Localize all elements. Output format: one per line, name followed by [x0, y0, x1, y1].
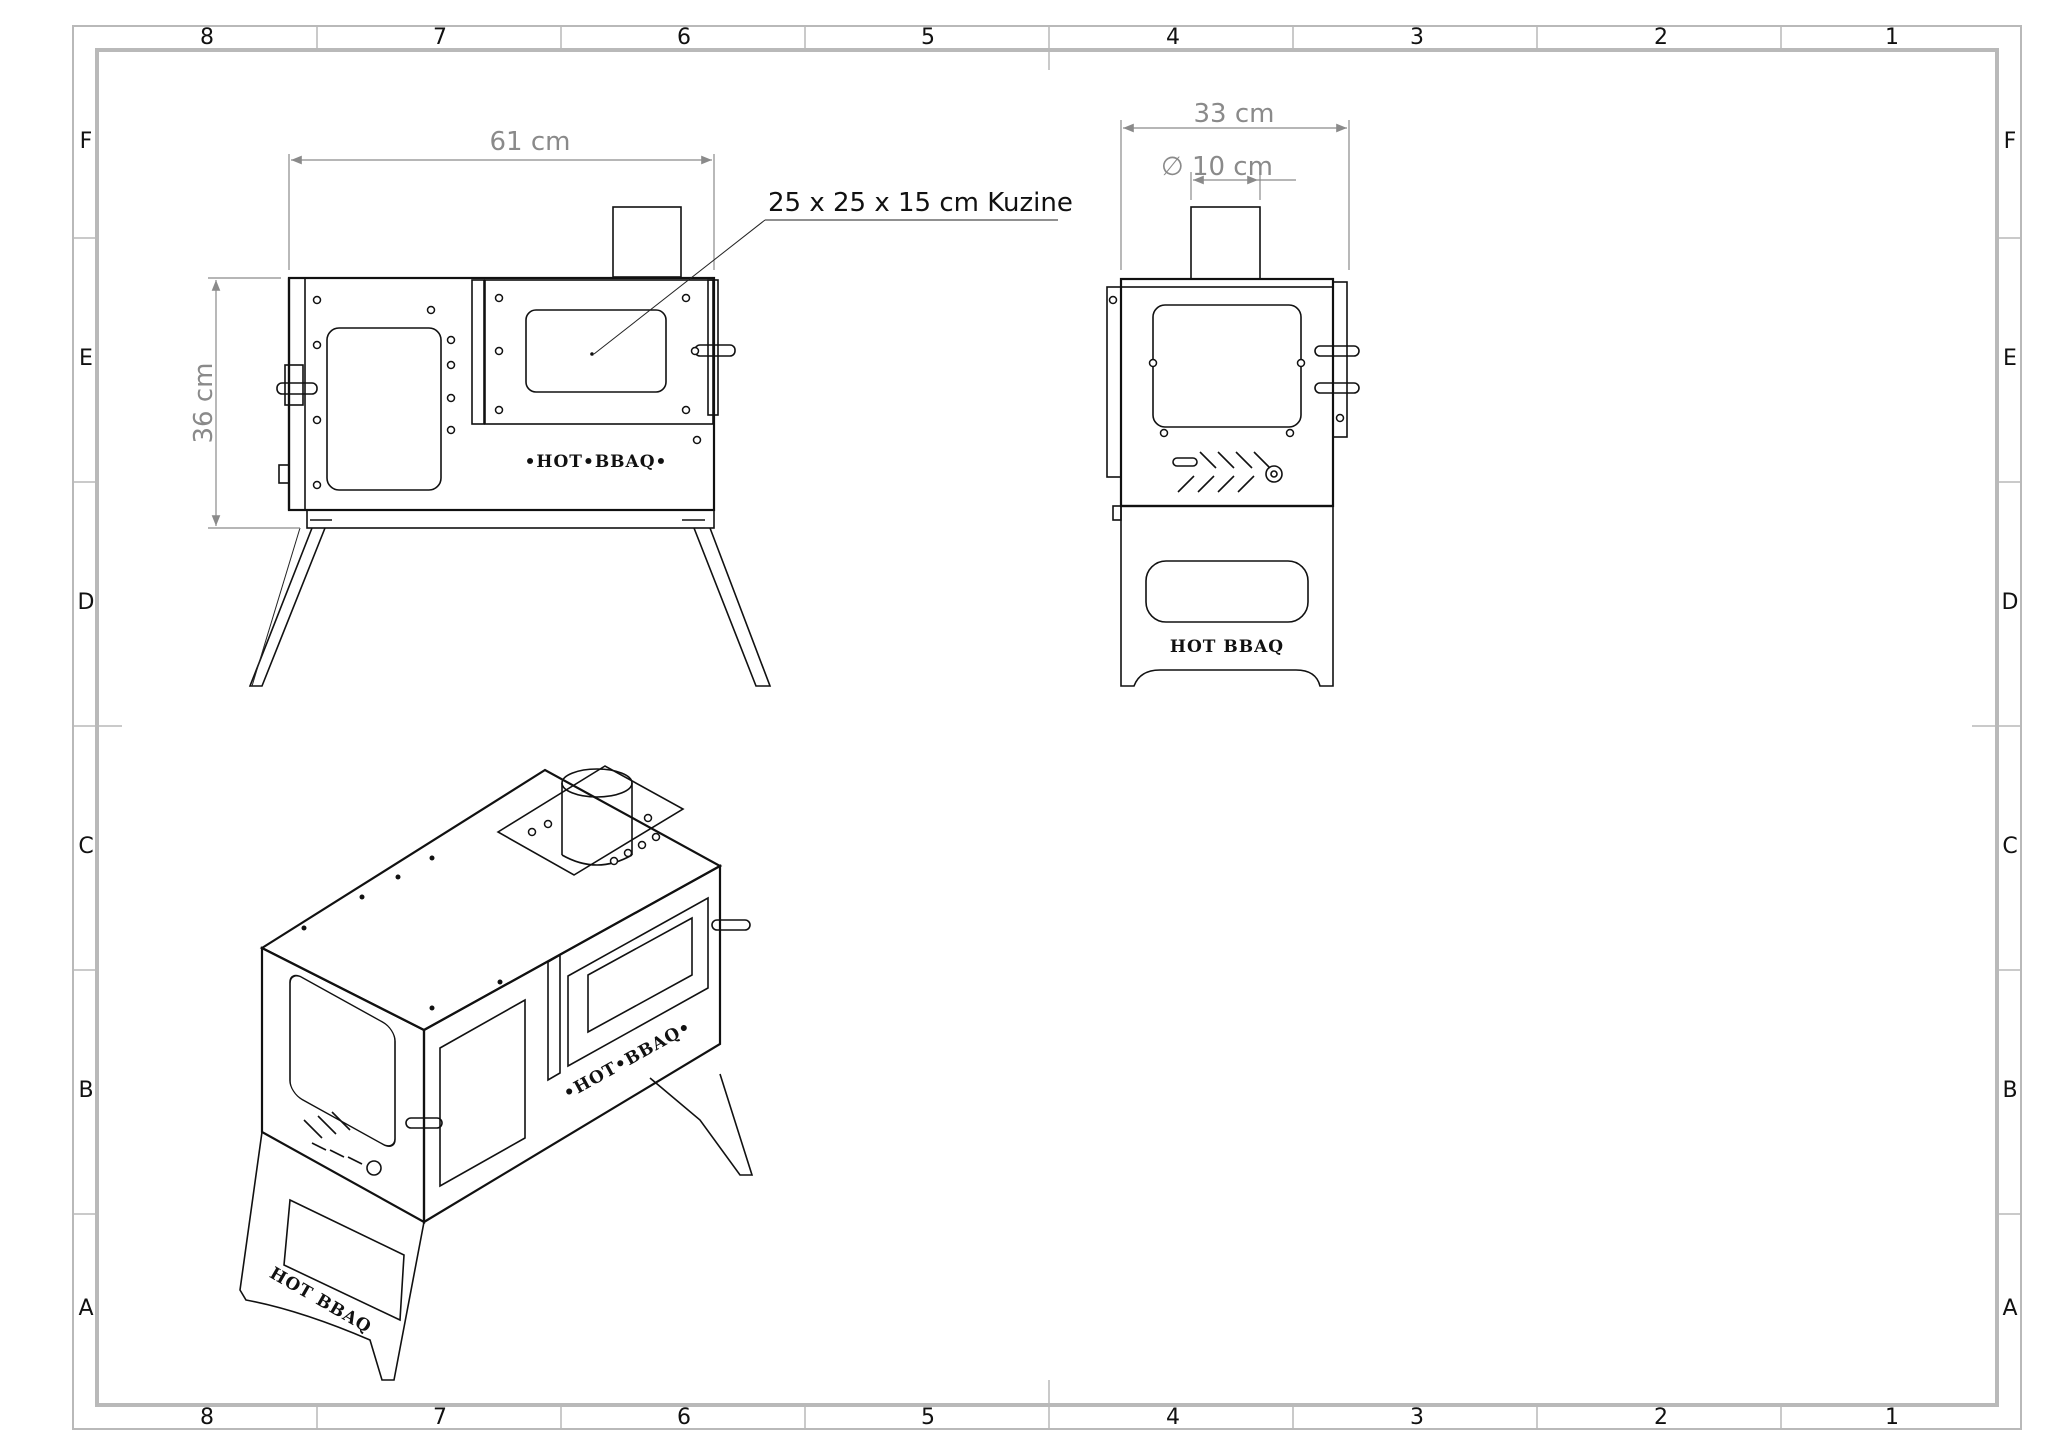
zone-col-label: 1 — [1885, 25, 1899, 50]
zone-labels-right: F E D C B A — [2002, 129, 2019, 1321]
zone-row-label: D — [78, 590, 95, 615]
kuzine-callout: 25 x 25 x 15 cm Kuzine — [768, 188, 1073, 218]
zone-col-label: 8 — [200, 25, 214, 50]
isometric-view: •HOT•BBAQ• HOT BBAQ — [239, 765, 754, 1381]
zone-col-label: 6 — [677, 1405, 691, 1430]
zone-col-label: 2 — [1654, 1405, 1668, 1430]
zone-row-label: C — [2002, 834, 2017, 859]
zone-col-label: 5 — [921, 25, 935, 50]
side-brand-text: HOT BBAQ — [1170, 637, 1284, 657]
zone-row-label: F — [2004, 129, 2017, 154]
zone-row-label: E — [2003, 346, 2017, 371]
zone-col-label: 6 — [677, 25, 691, 50]
zone-labels-left: F E D C B A — [78, 129, 95, 1321]
zone-col-label: 3 — [1410, 1405, 1424, 1430]
zone-col-label: 1 — [1885, 1405, 1899, 1430]
zone-row-label: A — [2002, 1296, 2017, 1321]
zone-col-label: 3 — [1410, 25, 1424, 50]
zone-row-label: A — [78, 1296, 93, 1321]
zone-col-label: 4 — [1166, 1405, 1180, 1430]
front-brand-text: •HOT•BBAQ• — [525, 452, 668, 472]
side-width-dimension: 33 cm — [1194, 99, 1275, 129]
iso-door-brand-text: •HOT•BBAQ• — [560, 1017, 695, 1104]
zone-row-label: B — [2002, 1078, 2017, 1103]
front-width-dimension: 61 cm — [490, 127, 571, 157]
zone-col-label: 4 — [1166, 25, 1180, 50]
zone-col-label: 8 — [200, 1405, 214, 1430]
front-height-dimension: 36 cm — [189, 363, 219, 444]
zone-col-label: 2 — [1654, 25, 1668, 50]
front-view: •HOT•BBAQ• 61 cm 36 cm 25 x 25 x 15 cm K… — [189, 127, 1073, 687]
zone-row-label: D — [2002, 590, 2019, 615]
zone-labels-bottom: 8 7 6 5 4 3 2 1 — [200, 1405, 1899, 1430]
side-view: HOT BBAQ 33 cm ∅ 10 cm — [1106, 99, 1360, 687]
zone-col-label: 5 — [921, 1405, 935, 1430]
zone-row-label: B — [78, 1078, 93, 1103]
zone-row-label: F — [80, 129, 93, 154]
flue-diameter-dimension: ∅ 10 cm — [1161, 152, 1273, 182]
zone-col-label: 7 — [433, 25, 447, 50]
zone-row-label: C — [78, 834, 93, 859]
zone-col-label: 7 — [433, 1405, 447, 1430]
zone-row-label: E — [79, 346, 93, 371]
zone-labels-top: 8 7 6 5 4 3 2 1 — [200, 25, 1899, 50]
sheet-frame — [72, 25, 2022, 1430]
